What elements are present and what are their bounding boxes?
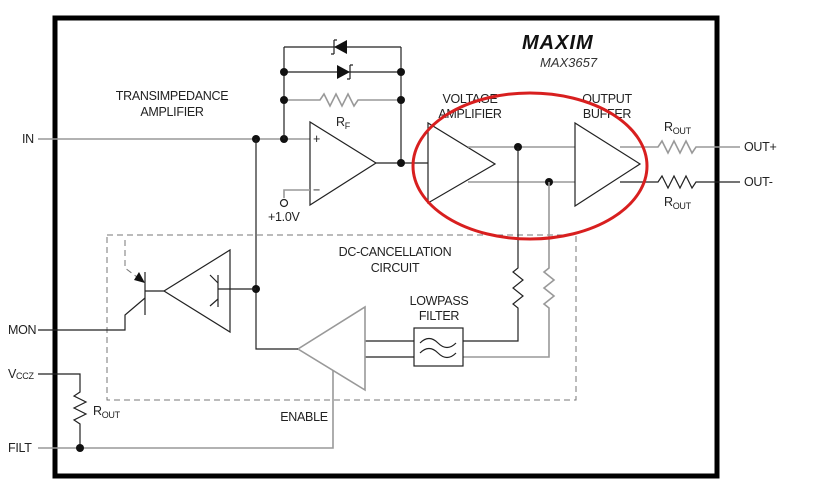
junction-dot [280, 68, 288, 76]
pin-out-plus-label: OUT+ [744, 140, 777, 154]
mon-transistor-arrow-icon [134, 272, 145, 283]
lowpass-filter-icon [413, 327, 464, 367]
tia-label-line1: TRANSIMPEDANCE [116, 89, 228, 103]
rout-vccz-label: ROUT [93, 404, 121, 420]
ob-label-line1: OUTPUT [582, 92, 632, 106]
ref-wire [283, 189, 310, 198]
filter-wave-icon [419, 337, 457, 349]
mon-wire [38, 297, 146, 331]
highlight-ellipse [411, 91, 649, 241]
lpf-label-line2: FILTER [419, 309, 460, 323]
va-label-line1: VOLTAGE [442, 92, 497, 106]
tia-label-line2: AMPLIFIER [140, 105, 204, 119]
filter-wave-icon [419, 347, 457, 359]
lpf-label-line1: LOWPASS [410, 294, 469, 308]
diode-2-icon [337, 65, 350, 79]
part-number: MAX3657 [540, 55, 598, 70]
opamp-plus: + [313, 132, 320, 146]
voltage-amplifier-icon [427, 121, 497, 205]
rf-resistor-icon [284, 92, 401, 108]
junction-dot [76, 444, 84, 452]
maxim-logo: MAXIM [522, 32, 594, 54]
rf-label: RF [336, 115, 351, 131]
dc-amp-output-wire [255, 139, 298, 350]
junction-dot [280, 96, 288, 104]
sense-resistor-minus-icon [463, 182, 556, 358]
vccz-resistor-icon [38, 373, 88, 448]
dc-amplifier-icon [296, 305, 366, 392]
rout-top-label: ROUT [664, 120, 692, 136]
junction-dot [397, 159, 405, 167]
opamp-minus: − [313, 183, 320, 197]
dc-label-line2: CIRCUIT [371, 261, 420, 275]
diode-1-cathode [331, 39, 337, 55]
sense-resistor-plus-icon [463, 147, 524, 342]
mon-emitter-wire [124, 240, 146, 284]
diode-1-icon [334, 40, 347, 54]
pin-out-minus-label: OUT- [744, 175, 773, 189]
junction-dot [397, 96, 405, 104]
mirror-transistor-icon [209, 274, 219, 307]
pin-in-label: IN [22, 132, 34, 146]
dc-label-line1: DC-CANCELLATION [339, 245, 452, 259]
pin-vccz-label: VCCZ [8, 367, 34, 381]
ref-terminal-icon [279, 198, 289, 208]
rout-minus-resistor-icon [620, 174, 740, 190]
enable-wire [80, 370, 334, 449]
rout-bottom-label: ROUT [664, 195, 692, 211]
ref-voltage-label: +1.0V [268, 210, 300, 224]
mirror-buffer-icon [162, 248, 231, 334]
pin-mon-label: MON [8, 323, 37, 337]
chip-outline [52, 15, 720, 479]
tia-opamp-icon [309, 120, 378, 207]
dc-cancellation-boundary [106, 234, 577, 401]
diode-2-cathode [347, 64, 353, 80]
junction-dot [397, 68, 405, 76]
rout-plus-resistor-icon [620, 139, 740, 155]
ob-label-line2: BUFFER [583, 107, 631, 121]
pin-filt-label: FILT [8, 441, 32, 455]
enable-label: ENABLE [280, 410, 328, 424]
output-buffer-icon [574, 121, 642, 208]
